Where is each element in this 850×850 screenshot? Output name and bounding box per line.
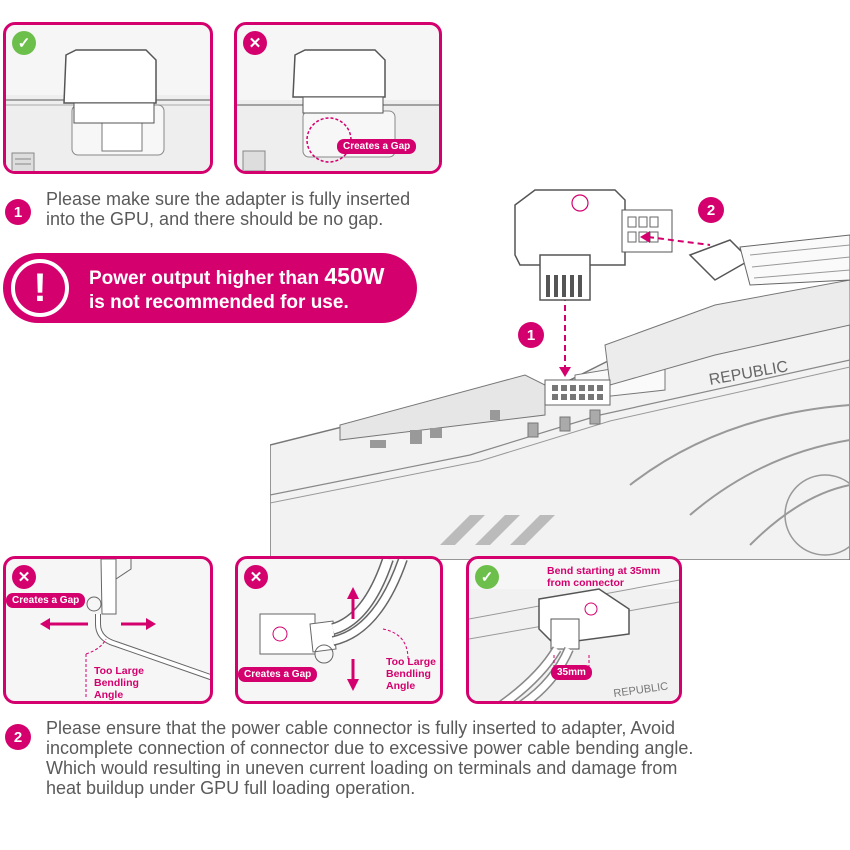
- warning-text-before: Power output higher than: [89, 268, 320, 289]
- gap-tag: Creates a Gap: [6, 593, 86, 608]
- bend-angle-label: Too Large Bendling Angle: [386, 656, 436, 692]
- bend-note-line-1: Bend starting at 35mm: [547, 565, 661, 577]
- bend-label-line-1: Too Large: [386, 656, 436, 668]
- warning-power-value: 450W: [324, 263, 385, 289]
- step-2-line-1: Please ensure that the power cable conne…: [46, 718, 676, 738]
- bend-note-line-2: from connector: [547, 577, 625, 589]
- cable-bend-illustration-2: [259, 559, 409, 691]
- gap-tag: Creates a Gap: [337, 139, 417, 154]
- cross-icon: ✕: [244, 565, 268, 589]
- warning-text: Power output higher than 450W is not rec…: [89, 264, 384, 315]
- step-2-line-3: Which would resulting in uneven current …: [46, 758, 678, 778]
- power-warning-banner: ! Power output higher than 450W is not r…: [3, 253, 417, 323]
- distance-tag: 35mm: [551, 665, 592, 680]
- step-1-line-1: Please make sure the adapter is fully in…: [46, 189, 411, 209]
- bend-label-line-3: Angle: [94, 689, 124, 701]
- step-2-line-2: incomplete connection of connector due t…: [46, 738, 694, 758]
- step-2-badge: 2: [5, 724, 31, 750]
- warning-text-after: is not recommended for use.: [89, 292, 349, 313]
- bend-label-line-2: Bendling: [94, 677, 139, 689]
- bend-gap-panel-1: ✕ Creates a Gap Too Large Bendling Angle: [3, 556, 213, 704]
- step-1-text: Please make sure the adapter is fully in…: [46, 189, 410, 229]
- correct-bend-panel: REPUBLIC ✓ Bend starting at 35mm from co…: [466, 556, 682, 704]
- check-icon: ✓: [475, 565, 499, 589]
- callout-2: 2: [698, 197, 724, 223]
- bend-distance-note: Bend starting at 35mm from connector: [547, 565, 660, 589]
- step-2-text: Please ensure that the power cable conne…: [46, 718, 693, 798]
- cross-icon: ✕: [12, 565, 36, 589]
- correct-bend-illustration: REPUBLIC: [469, 579, 679, 701]
- correct-insertion-panel: ✓: [3, 22, 213, 174]
- callout-1: 1: [518, 322, 544, 348]
- bend-gap-panel-2: ✕ Creates a Gap Too Large Bendling Angle: [235, 556, 443, 704]
- gap-insertion-panel: ✕ Creates a Gap: [234, 22, 442, 174]
- full-insertion-illustration: [6, 49, 210, 171]
- step-1-badge: 1: [5, 199, 31, 225]
- cable-bend-illustration-1: [40, 559, 210, 699]
- bend-angle-label: Too Large Bendling Angle: [94, 665, 144, 701]
- check-icon: ✓: [12, 31, 36, 55]
- gap-tag: Creates a Gap: [238, 667, 318, 682]
- bend-label-line-2: Bendling: [386, 668, 431, 680]
- gpu-illustration: REPUBLIC: [270, 189, 850, 560]
- step-2-line-4: heat buildup under GPU full loading oper…: [46, 778, 416, 798]
- step-1-line-2: into the GPU, and there should be no gap…: [46, 209, 384, 229]
- bend-label-line-1: Too Large: [94, 665, 144, 677]
- bend-label-line-3: Angle: [386, 680, 416, 692]
- exclamation-icon: !: [11, 259, 69, 317]
- cross-icon: ✕: [243, 31, 267, 55]
